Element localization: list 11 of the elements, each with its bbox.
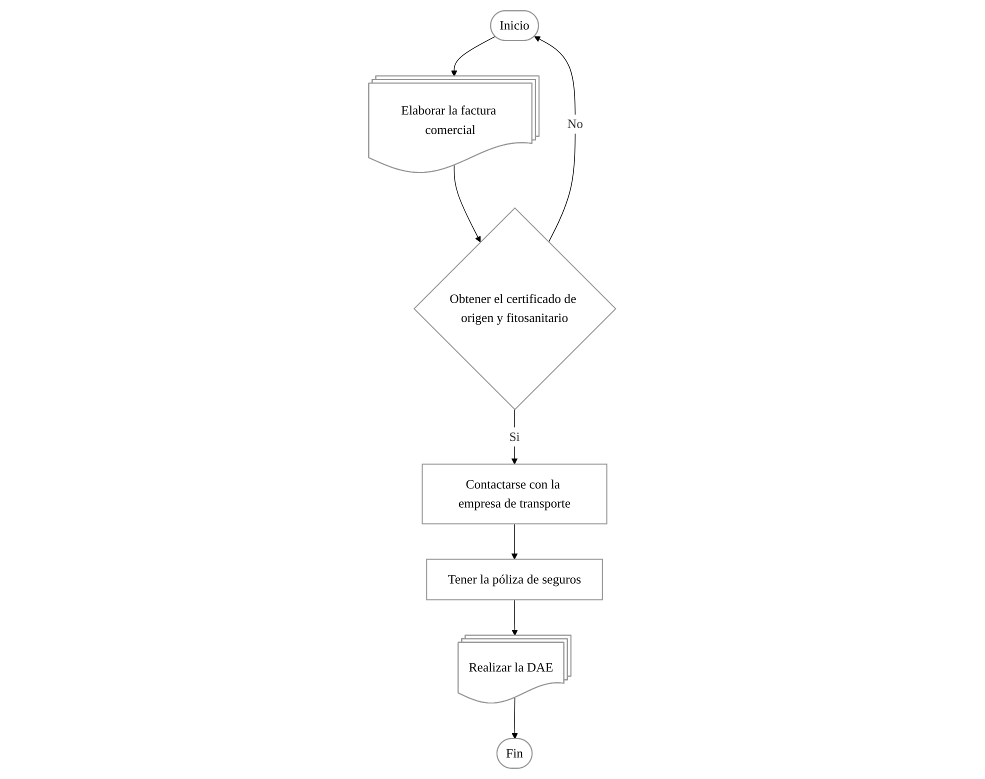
arrow: [451, 36, 496, 77]
edge-label: Si: [510, 429, 520, 444]
node-box: Contactarse con la empresa de transporte: [422, 464, 608, 524]
node-diamond: Obtener el certificado de origen y fitosanitario: [414, 207, 617, 410]
edge-label: No: [568, 116, 584, 131]
arrow: [454, 165, 482, 242]
node-box: Tener la póliza de seguros: [426, 558, 604, 600]
arrow: [512, 523, 518, 560]
arrow: [512, 599, 518, 636]
arrow: [534, 36, 576, 242]
arrow: [512, 697, 518, 740]
